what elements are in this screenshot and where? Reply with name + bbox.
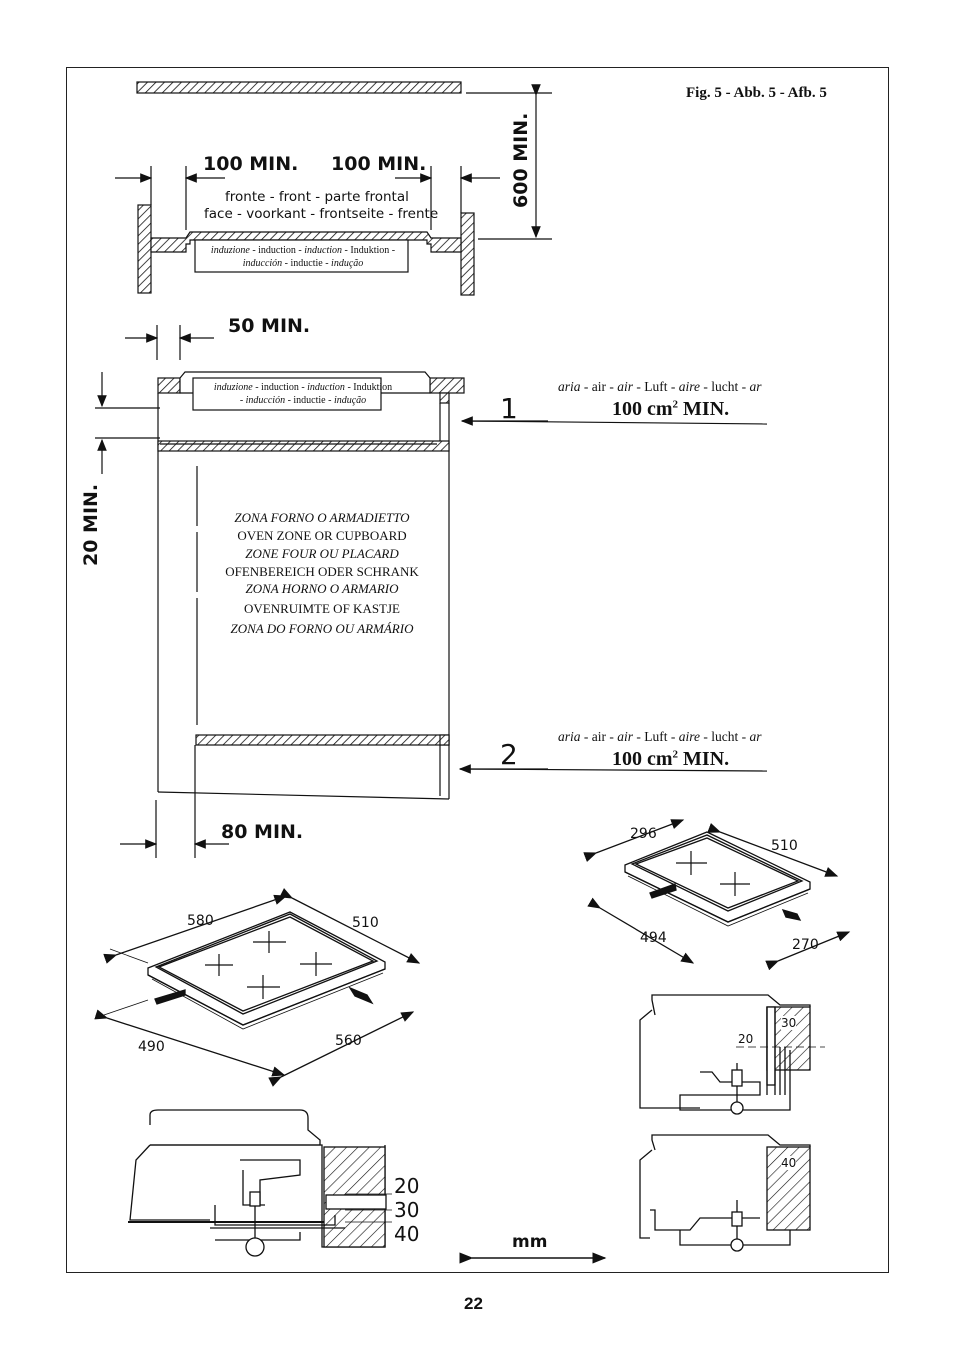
oven-zone-line: ZONA DO FORNO OU ARMÁRIO — [230, 621, 414, 636]
page-number: 22 — [464, 1294, 483, 1313]
figure-frame — [66, 67, 889, 1273]
detail-right-dim-30: 30 — [781, 1016, 797, 1030]
section-hob-label: induzione - induction - induction - Indu… — [213, 382, 393, 406]
small-hob-dim-494: 494 — [640, 930, 667, 946]
small-hob-dim-270: 270 — [792, 937, 819, 953]
hob-small-drawing — [583, 819, 851, 971]
large-hob-dim-510: 510 — [352, 915, 379, 931]
top-view — [115, 81, 552, 296]
section-view — [95, 325, 768, 858]
detail-right-dim-20: 20 — [738, 1032, 754, 1046]
air-min-1: 100 cm2 MIN. — [612, 398, 730, 420]
top-height-min: 600 MIN. — [510, 112, 532, 208]
unit-label: mm — [512, 1232, 548, 1252]
top-side-min-right: 100 MIN. — [331, 153, 427, 175]
front-label-line1: fronte - front - parte frontal — [225, 189, 409, 205]
oven-zone-line: ZONA FORNO O ARMADIETTO — [234, 510, 410, 525]
detail-cross-section — [128, 1109, 392, 1257]
vent-1-number: 1 — [500, 392, 518, 425]
hob-large-drawing — [94, 888, 421, 1087]
section-bottom-min: 80 MIN. — [221, 821, 304, 843]
detail-dim-30: 30 — [394, 1198, 420, 1222]
detail-right-dim-40: 40 — [781, 1156, 797, 1170]
oven-zone-line: OFENBEREICH ODER SCHRANK — [225, 564, 419, 579]
vent-2-number: 2 — [500, 738, 518, 771]
large-hob-dim-490: 490 — [138, 1039, 165, 1055]
oven-zone-line: ZONE FOUR OU PLACARD — [245, 546, 399, 561]
small-hob-dim-510: 510 — [771, 838, 798, 854]
detail-dim-40: 40 — [394, 1222, 420, 1246]
top-side-min-left: 100 MIN. — [203, 153, 299, 175]
air-label-2: aria - air - air - Luft - aire - lucht -… — [558, 729, 762, 744]
section-left-min: 20 MIN. — [80, 483, 102, 566]
air-label-1: aria - air - air - Luft - aire - lucht -… — [558, 379, 762, 394]
oven-zone-line: OVEN ZONE OR CUPBOARD — [237, 528, 407, 543]
small-hob-dim-296: 296 — [630, 826, 657, 842]
oven-zone-line: OVENRUIMTE OF KASTJE — [244, 601, 400, 616]
large-hob-dim-560: 560 — [335, 1033, 362, 1049]
detail-right-top — [639, 994, 825, 1115]
large-hob-dim-580: 580 — [187, 913, 214, 929]
section-top-min: 50 MIN. — [228, 315, 311, 337]
front-label-line2: face - voorkant - frontseite - frente — [204, 206, 439, 222]
top-hob-label: induzione - induction - induction - Indu… — [210, 245, 396, 269]
detail-dim-20: 20 — [394, 1174, 420, 1198]
figure-label: Fig. 5 - Abb. 5 - Afb. 5 — [686, 85, 827, 101]
detail-right-bottom — [639, 1134, 811, 1252]
air-min-2: 100 cm2 MIN. — [612, 748, 730, 770]
oven-zone-line: ZONA HORNO O ARMARIO — [245, 581, 399, 596]
